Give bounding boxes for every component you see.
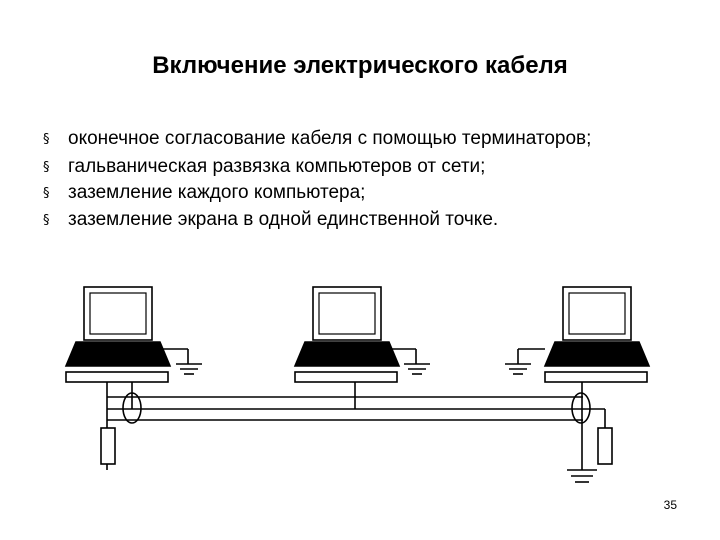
bullet-text: заземление экрана в одной единственной т… bbox=[68, 209, 499, 230]
screen bbox=[318, 292, 376, 335]
computer-middle bbox=[293, 286, 430, 409]
terminator-right-resistor bbox=[597, 427, 613, 465]
computer-left bbox=[64, 286, 202, 409]
ground-icon bbox=[404, 363, 430, 375]
adapter-box bbox=[294, 371, 398, 383]
bullet-item: § заземление экрана в одной единственной … bbox=[43, 209, 683, 231]
keyboard-icon bbox=[293, 341, 401, 367]
bullet-marker-icon: § bbox=[43, 132, 50, 147]
bullet-text: оконечное согласование кабеля с помощью … bbox=[68, 128, 592, 149]
adapter-box bbox=[544, 371, 648, 383]
terminator-right bbox=[583, 408, 613, 465]
coax-cable bbox=[107, 392, 591, 424]
bullet-marker-icon: § bbox=[43, 186, 50, 201]
bullet-item: § заземление каждого компьютера; bbox=[43, 182, 683, 204]
terminator-left bbox=[100, 382, 116, 470]
monitor-icon bbox=[562, 286, 632, 341]
bullet-list: § оконечное согласование кабеля с помощью… bbox=[43, 128, 683, 237]
ground-icon bbox=[176, 363, 202, 375]
bullet-marker-icon: § bbox=[43, 213, 50, 228]
monitor-icon bbox=[83, 286, 153, 341]
bullet-item: § гальваническая развязка компьютеров от … bbox=[43, 156, 683, 178]
bullet-marker-icon: § bbox=[43, 160, 50, 175]
monitor-icon bbox=[312, 286, 382, 341]
terminator-left-resistor bbox=[100, 427, 116, 465]
slide-title: Включение электрического кабеля bbox=[152, 52, 568, 79]
bullet-text: гальваническая развязка компьютеров от с… bbox=[68, 156, 486, 177]
computer-right bbox=[505, 286, 651, 383]
screen bbox=[89, 292, 147, 335]
adapter-box bbox=[65, 371, 169, 383]
ground-icon bbox=[505, 363, 531, 375]
keyboard-icon bbox=[64, 341, 172, 367]
keyboard-icon bbox=[543, 341, 651, 367]
shield-ground bbox=[567, 382, 597, 483]
page-number: 35 bbox=[663, 498, 677, 512]
cable-end-right bbox=[571, 392, 591, 424]
ground-icon bbox=[567, 469, 597, 483]
bullet-item: § оконечное согласование кабеля с помощью… bbox=[43, 128, 683, 150]
bullet-text: заземление каждого компьютера; bbox=[68, 182, 366, 203]
screen bbox=[568, 292, 626, 335]
